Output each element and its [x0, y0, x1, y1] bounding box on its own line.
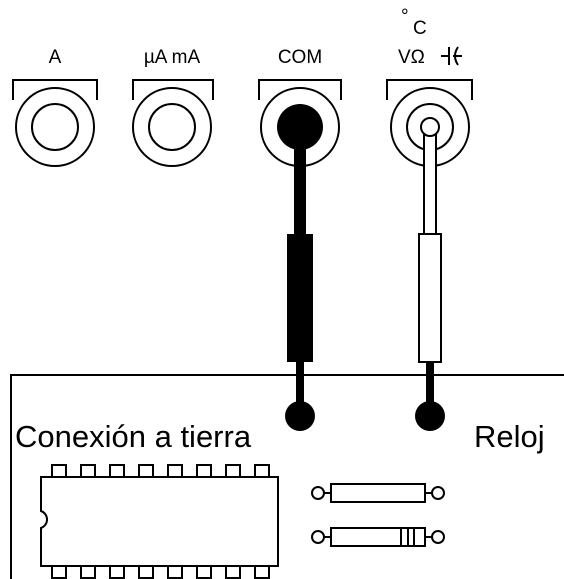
jack-ua-ma-bracket [132, 79, 214, 100]
clock-point [415, 401, 445, 431]
com-probe-cable [294, 127, 306, 234]
circuit-board-outline [10, 374, 564, 579]
resistor-body [330, 483, 426, 503]
jack-volt-bracket [386, 79, 473, 100]
jack-a: A [12, 47, 98, 167]
com-probe [277, 104, 323, 431]
jack-a-bracket [12, 79, 98, 100]
resistor [311, 483, 445, 503]
volt-probe-cable [423, 126, 437, 235]
jack-com-bracket [258, 79, 342, 100]
diode-lead-left [311, 530, 325, 544]
ic-body [40, 476, 279, 567]
celsius-unit: C [413, 18, 427, 39]
clock-label: Reloj [474, 419, 545, 454]
diode-body [330, 527, 426, 547]
jack-volt: ° C VΩ [386, 6, 473, 167]
com-probe-handle [287, 234, 313, 362]
capacitor-icon [441, 46, 462, 66]
jack-a-label: A [49, 47, 62, 68]
ic-chip [40, 464, 279, 579]
volt-probe-handle [418, 233, 442, 363]
volt-probe-plug [420, 117, 440, 137]
com-probe-tip [296, 362, 304, 404]
ground-point [285, 401, 315, 431]
jack-ua-ma-hole [148, 103, 196, 151]
ic-top-pins [51, 464, 270, 478]
jack-volt-label: VΩ [398, 47, 425, 68]
jack-com-label: COM [278, 47, 322, 68]
jack-ua-ma: µA mA [132, 47, 214, 167]
ground-label: Conexión a tierra [15, 419, 252, 454]
ic-bottom-pins [51, 565, 270, 579]
jack-a-hole [31, 103, 79, 151]
diode-lead-right [431, 530, 445, 544]
degree-symbol: ° [401, 6, 409, 27]
resistor-lead-left [311, 486, 325, 500]
jack-ua-ma-label: µA mA [144, 47, 201, 68]
diode [311, 527, 445, 547]
resistor-lead-right [431, 486, 445, 500]
volt-probe-tip [426, 362, 434, 404]
volt-probe [415, 117, 445, 431]
